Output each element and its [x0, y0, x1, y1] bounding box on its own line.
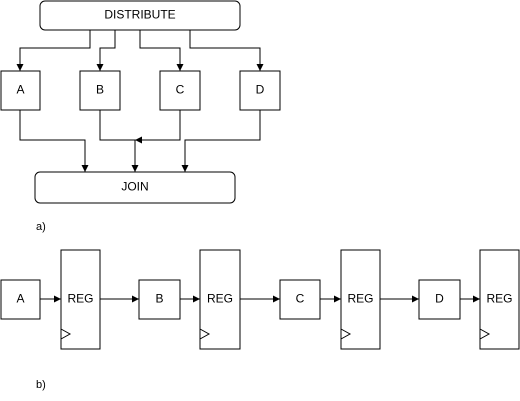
edge-b-to-join: [99, 110, 139, 172]
stage-a-label: A: [16, 292, 24, 306]
diagram-a: DISTRIBUTE A B C D JOIN a): [0, 0, 281, 233]
register-3: REG: [340, 249, 381, 350]
stage-a: A: [0, 279, 41, 320]
edge-d-to-join: [181, 110, 261, 172]
distribute-label: DISTRIBUTE: [104, 8, 175, 22]
clock-triangle-icon: [199, 328, 211, 340]
join-label: JOIN: [121, 180, 148, 194]
caption-a: a): [36, 221, 46, 233]
stage-b: B: [138, 279, 181, 320]
node-b: B: [79, 70, 121, 111]
edge-c-to-join: [135, 110, 181, 144]
join-node: JOIN: [34, 171, 236, 204]
register-1: REG: [60, 249, 101, 350]
stage-c: C: [279, 279, 321, 320]
register-2: REG: [199, 249, 241, 350]
edge-distribute-to-c: [139, 30, 184, 71]
node-a: A: [0, 70, 41, 111]
stage-b-label: B: [155, 292, 163, 306]
edge-a-to-join: [19, 110, 89, 172]
node-c-label: C: [176, 83, 185, 97]
register-3-label: REG: [347, 292, 373, 306]
register-2-label: REG: [207, 292, 233, 306]
stage-c-label: C: [296, 292, 305, 306]
node-b-label: B: [96, 83, 104, 97]
stage-d-label: D: [435, 292, 444, 306]
edge-distribute-to-b: [96, 30, 116, 71]
register-4: REG: [479, 249, 520, 350]
register-4-label: REG: [486, 292, 512, 306]
edge-distribute-to-d: [189, 30, 264, 71]
node-d: D: [239, 70, 281, 111]
clock-triangle-icon: [60, 328, 72, 340]
distribute-node: DISTRIBUTE: [39, 0, 241, 31]
clock-triangle-icon: [340, 328, 352, 340]
node-d-label: D: [256, 83, 265, 97]
register-1-label: REG: [67, 292, 93, 306]
clock-triangle-icon: [479, 328, 491, 340]
diagram-b: A REG B REG C REG: [0, 249, 520, 391]
node-a-label: A: [16, 83, 24, 97]
caption-b: b): [36, 379, 46, 391]
stage-d: D: [418, 279, 461, 320]
node-c: C: [159, 70, 201, 111]
edge-distribute-to-a: [16, 30, 91, 71]
